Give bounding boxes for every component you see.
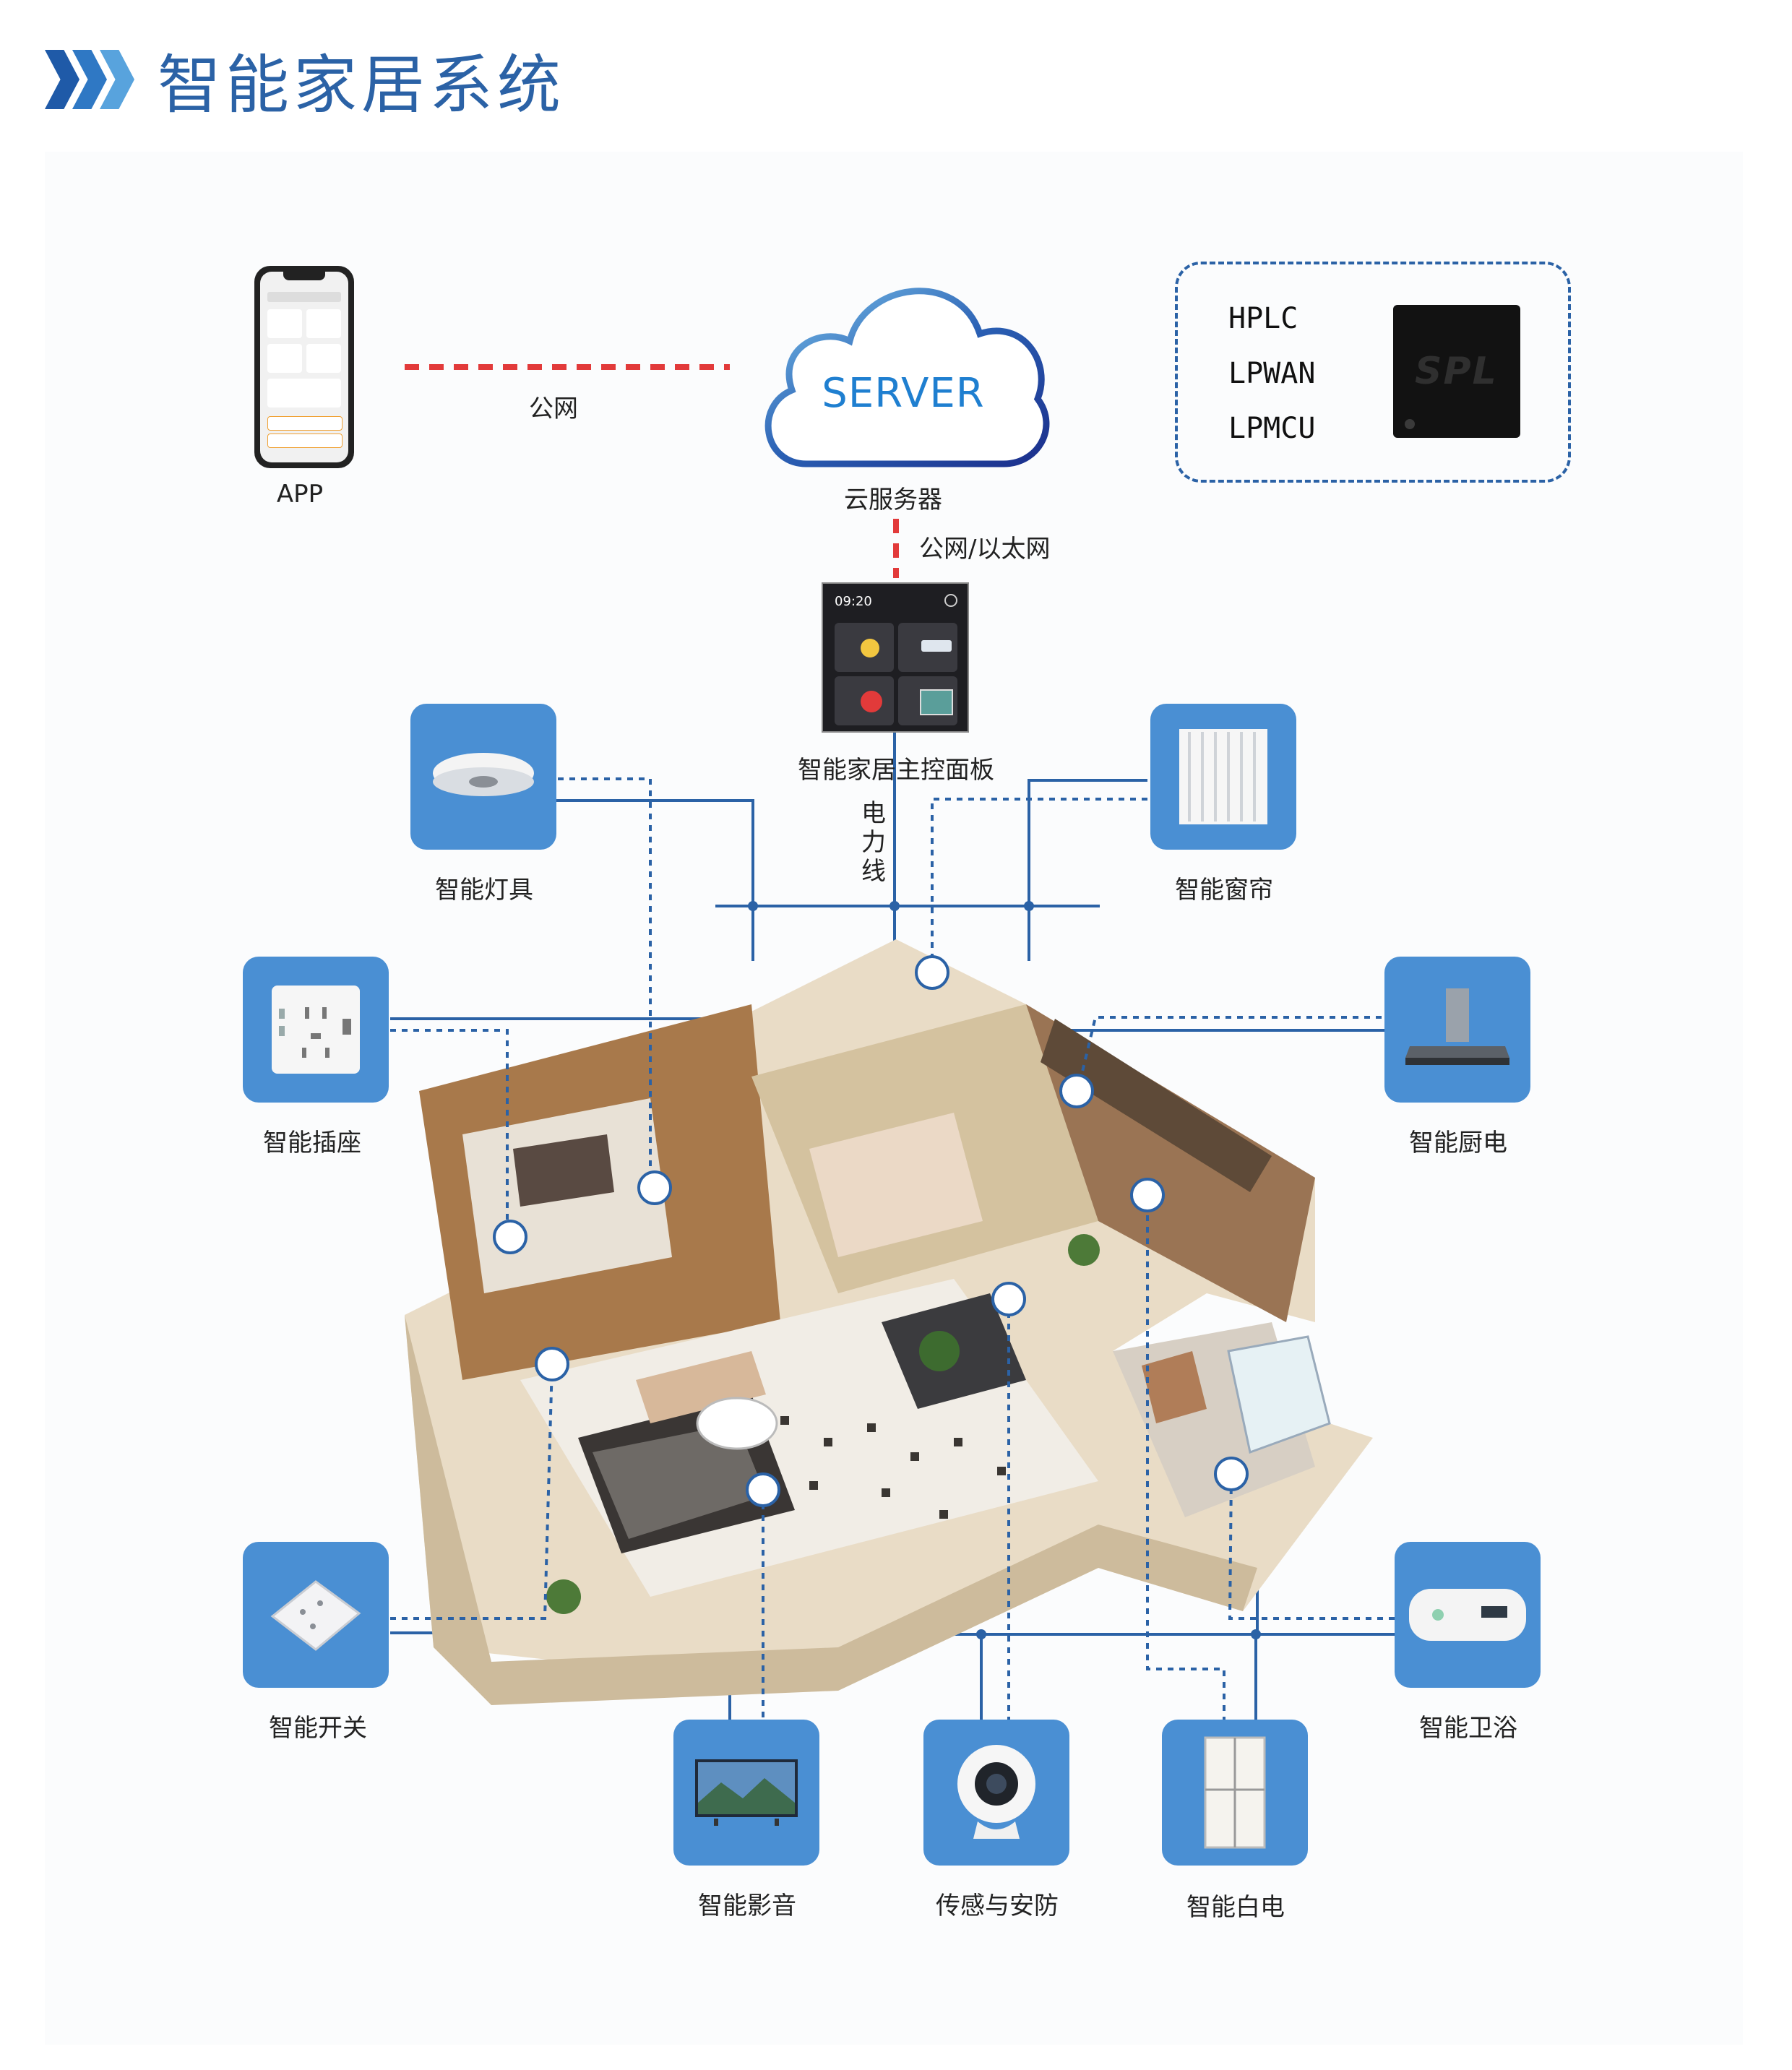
power-line-label: 电力线: [861, 799, 886, 886]
link-light: [558, 777, 652, 1185]
cloud-label: 云服务器: [844, 486, 942, 514]
chip-logo: SPL: [1415, 350, 1498, 393]
device-card-security: [923, 1720, 1069, 1866]
server-text: SERVER: [822, 370, 985, 417]
device-card-white-goods: [1162, 1720, 1308, 1866]
device-label-kitchen: 智能厨电: [1409, 1129, 1507, 1157]
link-kitchen: [1077, 1016, 1382, 1090]
page-header: 智能家居系统: [45, 40, 565, 122]
chip-icon: SPL: [1393, 305, 1520, 438]
device-card-light: [410, 704, 556, 850]
device-label-switch: 智能开关: [269, 1714, 367, 1743]
app-label: APP: [276, 480, 324, 509]
protocol-lpmcu: LPMCU: [1228, 412, 1316, 445]
device-label-security: 传感与安防: [936, 1892, 1059, 1920]
device-card-av: [673, 1720, 819, 1866]
control-panel-time: 09:20: [835, 594, 872, 609]
link-switch: [390, 1363, 553, 1620]
public-net-label: 公网: [529, 394, 578, 423]
socket-icon: [272, 986, 360, 1074]
house-floorplan-illustration: [405, 939, 1373, 1705]
device-card-switch: [243, 1542, 389, 1688]
device-label-bath: 智能卫浴: [1419, 1714, 1517, 1743]
control-panel-screen: 09:20: [822, 582, 969, 733]
music-tile: [835, 676, 894, 725]
device-card-curtain: [1150, 704, 1296, 850]
ac-tile: [898, 623, 957, 672]
link-bath: [1228, 1473, 1395, 1620]
light-tile: [835, 623, 894, 672]
link-white-goods: [1146, 1192, 1225, 1734]
curtain-tile: [898, 676, 957, 725]
device-card-socket: [243, 957, 389, 1103]
sensor-nodes: [493, 955, 1249, 1507]
device-label-white-goods: 智能白电: [1186, 1893, 1285, 1922]
link-socket: [390, 1029, 509, 1235]
device-card-bath: [1395, 1542, 1541, 1688]
smartphone-app-icon: [254, 266, 354, 468]
device-card-kitchen: [1384, 957, 1530, 1103]
tv-icon: [695, 1759, 798, 1826]
sun-icon: [944, 594, 957, 607]
device-label-socket: 智能插座: [263, 1129, 361, 1157]
fridge-icon: [1204, 1736, 1266, 1849]
protocol-lpwan: LPWAN: [1228, 357, 1316, 390]
uplink-label: 公网/以太网: [919, 535, 1051, 564]
link-curtain: [931, 798, 1147, 973]
device-label-light: 智能灯具: [435, 876, 533, 905]
wall-switch-icon: [270, 1580, 361, 1651]
protocol-hplc: HPLC: [1228, 302, 1298, 335]
camera-icon: [957, 1745, 1035, 1839]
device-label-av: 智能影音: [698, 1892, 796, 1920]
device-label-curtain: 智能窗帘: [1175, 876, 1273, 905]
cloud-server-icon: [764, 288, 1050, 467]
water-heater-icon: [1409, 1589, 1526, 1641]
protocol-chip-box: HPLC LPWAN LPMCU SPL: [1175, 262, 1571, 483]
curtain-icon: [1179, 729, 1267, 824]
range-hood-icon: [1405, 988, 1509, 1065]
page-title: 智能家居系统: [158, 47, 566, 122]
ceiling-light-icon: [433, 753, 534, 796]
control-panel-label: 智能家居主控面板: [798, 756, 994, 785]
